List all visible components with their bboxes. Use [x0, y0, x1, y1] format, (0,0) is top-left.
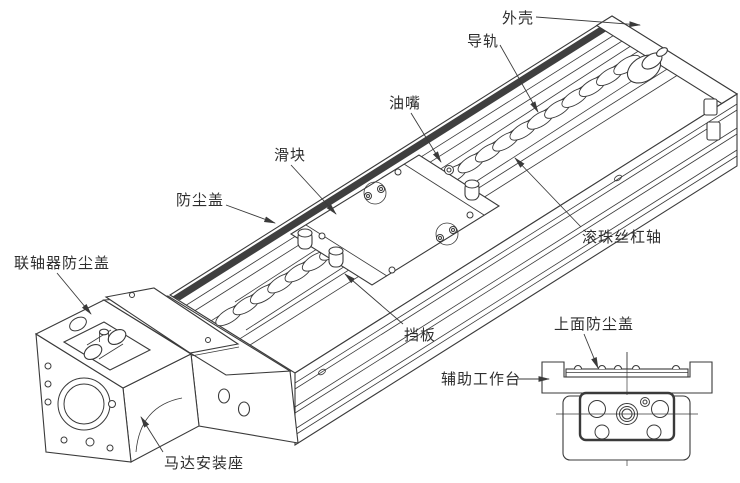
leader-housing — [535, 16, 641, 28]
leader-motor-mount — [140, 416, 164, 453]
coupling-dust-cover-plate — [104, 287, 240, 357]
callouts: 外壳 导轨 油嘴 滑块 防尘盖 联轴器防尘盖 滚珠丝杠轴 挡板 上面防尘盖 辅助… — [14, 10, 662, 472]
cross-section-view — [541, 352, 713, 466]
label-guide-rail: 导轨 — [467, 33, 499, 50]
label-oil-nipple: 油嘴 — [389, 95, 421, 112]
label-auxiliary-worktable: 辅助工作台 — [441, 371, 521, 388]
leader-baffle — [344, 273, 404, 325]
label-coupling-dust-cover: 联轴器防尘盖 — [14, 255, 110, 272]
leader-guide-rail — [499, 44, 539, 113]
motor-mount-block — [34, 287, 299, 463]
label-dust-cover: 防尘盖 — [176, 192, 224, 209]
isometric-view — [34, 15, 739, 463]
label-slider: 滑块 — [274, 147, 306, 164]
sensor-rail-clip — [706, 121, 721, 141]
sensor-rail-clip — [703, 98, 718, 116]
leader-top-dust-cover — [583, 333, 599, 369]
label-ball-screw: 滚珠丝杠轴 — [582, 229, 662, 246]
label-housing: 外壳 — [502, 10, 534, 27]
coupling — [62, 321, 152, 371]
dust-cover-strip — [172, 17, 622, 301]
baffle — [297, 179, 480, 268]
side-face-grooves — [294, 103, 738, 436]
leader-coupling-dust-cover — [56, 272, 92, 315]
leader-oil-nipple — [410, 112, 442, 163]
label-baffle: 挡板 — [404, 326, 436, 344]
label-top-dust-cover: 上面防尘盖 — [554, 316, 634, 333]
slider-block — [289, 154, 501, 286]
leader-slider — [290, 164, 337, 215]
end-cap — [595, 15, 739, 141]
oil-nipple — [444, 165, 454, 175]
leader-ball-screw — [514, 157, 582, 228]
leader-dust-cover — [225, 204, 276, 224]
label-motor-mount: 马达安装座 — [164, 455, 244, 472]
housing-side-face — [294, 93, 738, 446]
